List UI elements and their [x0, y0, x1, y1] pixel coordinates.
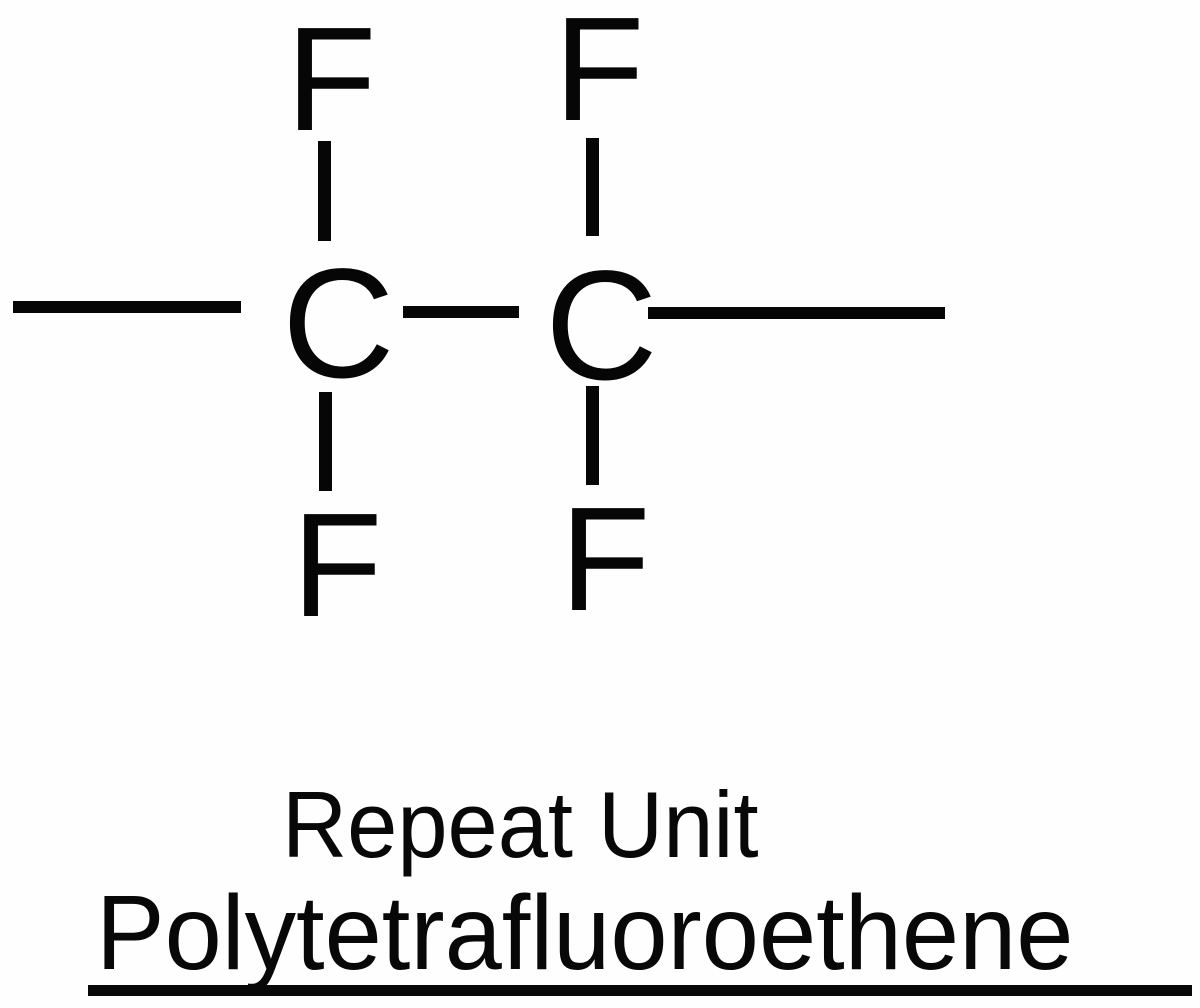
atom-label-fluorine-bottom-left: F	[292, 483, 382, 648]
atom-label-fluorine-top-right: F	[554, 0, 644, 152]
atom-label-fluorine-top-left: F	[286, 0, 376, 162]
caption-repeat-unit: Repeat Unit	[282, 772, 759, 877]
bond-c-left-to-c-right	[403, 306, 519, 318]
caption-underline-rule	[88, 985, 1192, 996]
bond-left-chain-continuation	[13, 301, 241, 313]
bond-c-right-to-f-bottom	[586, 386, 599, 485]
bond-c-left-to-f-bottom	[319, 392, 332, 491]
atom-label-fluorine-bottom-right: F	[560, 477, 650, 642]
bond-c-right-to-f-top	[586, 138, 599, 236]
bond-right-chain-continuation	[648, 307, 945, 319]
caption-compound-name: Polytetrafluoroethene	[96, 874, 1074, 992]
atom-label-carbon-left: C	[282, 237, 395, 411]
atom-label-carbon-right: C	[545, 239, 658, 413]
bond-c-left-to-f-top	[318, 141, 331, 241]
